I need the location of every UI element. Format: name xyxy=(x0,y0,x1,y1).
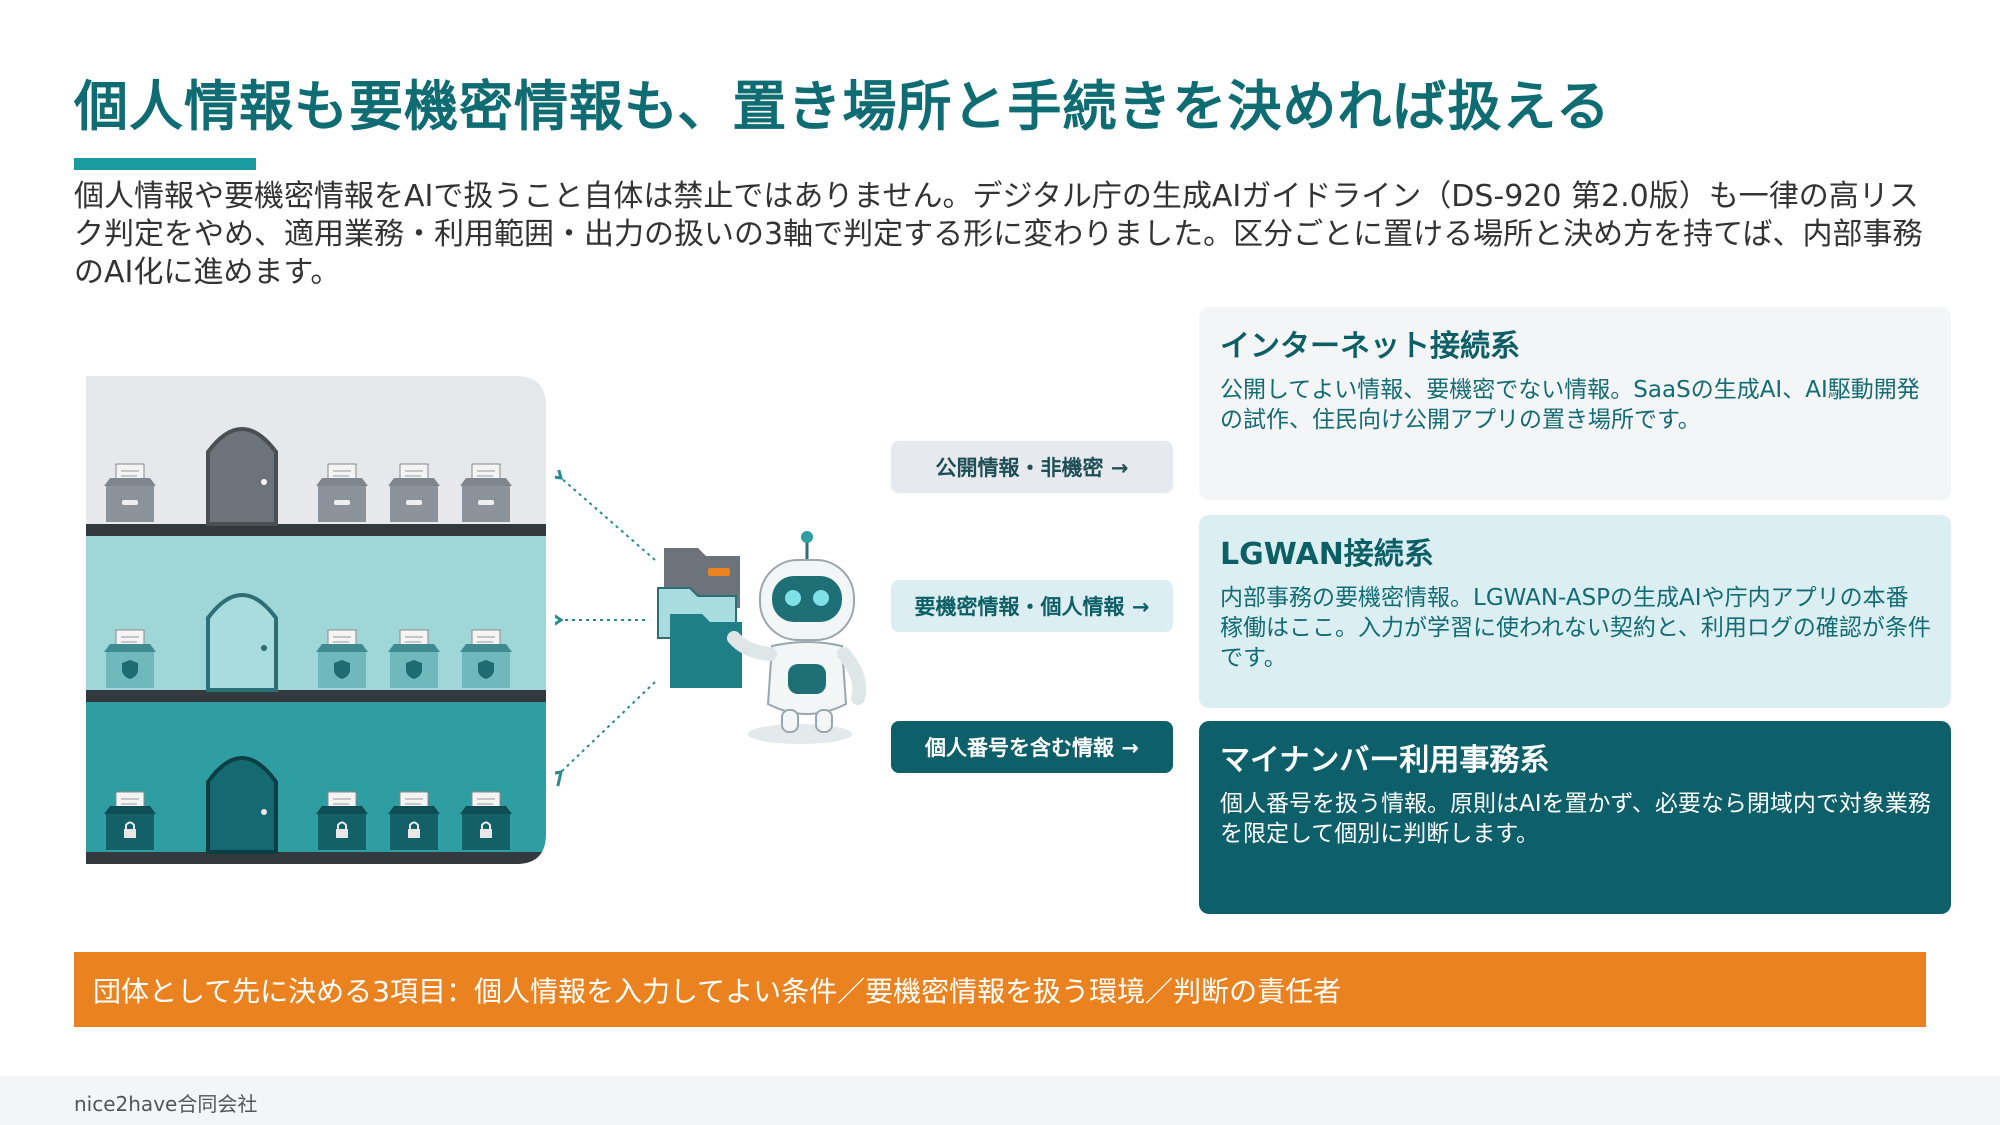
robot-with-folders-illustration xyxy=(657,531,867,744)
card-lgwan-network: LGWAN接続系 内部事務の要機密情報。LGWAN-ASPの生成AIや庁内アプリ… xyxy=(1199,515,1951,708)
decision-items-banner: 団体として先に決める3項目：個人情報を入力してよい条件／要機密情報を扱う環境／判… xyxy=(74,952,1926,1027)
title-underline xyxy=(74,158,256,170)
intro-paragraph: 個人情報や要機密情報をAIで扱うこと自体は禁止ではありません。デジタル庁の生成A… xyxy=(74,179,1923,290)
card-body: 個人番号を扱う情報。原則はAIを置かず、必要なら閉域内で対象業務を限定して個別に… xyxy=(1220,791,1931,847)
card-title: インターネット接続系 xyxy=(1220,329,1520,364)
card-title: マイナンバー利用事務系 xyxy=(1220,743,1550,778)
footer: nice2have合同会社 xyxy=(0,1076,2000,1125)
page-title: 個人情報も要機密情報も、置き場所と手続きを決めれば扱える xyxy=(74,75,1611,138)
chip-public-info: 公開情報・非機密 → xyxy=(891,441,1173,493)
card-title: LGWAN接続系 xyxy=(1220,537,1434,572)
storage-shelves-illustration xyxy=(86,376,546,864)
chip-my-number-info: 個人番号を含む情報 → xyxy=(891,721,1173,773)
company-name: nice2have合同会社 xyxy=(74,1092,258,1116)
card-internet-network: インターネット接続系 公開してよい情報、要機密でない情報。SaaSの生成AI、A… xyxy=(1199,307,1951,500)
card-my-number-network: マイナンバー利用事務系 個人番号を扱う情報。原則はAIを置かず、必要なら閉域内で… xyxy=(1199,721,1951,914)
chip-confidential-personal-info: 要機密情報・個人情報 → xyxy=(891,580,1173,632)
routing-arrows xyxy=(555,470,656,787)
card-body: 内部事務の要機密情報。LGWAN-ASPの生成AIや庁内アプリの本番稼働はここ。… xyxy=(1220,585,1931,671)
card-body: 公開してよい情報、要機密でない情報。SaaSの生成AI、AI駆動開発の試作、住民… xyxy=(1220,377,1920,433)
